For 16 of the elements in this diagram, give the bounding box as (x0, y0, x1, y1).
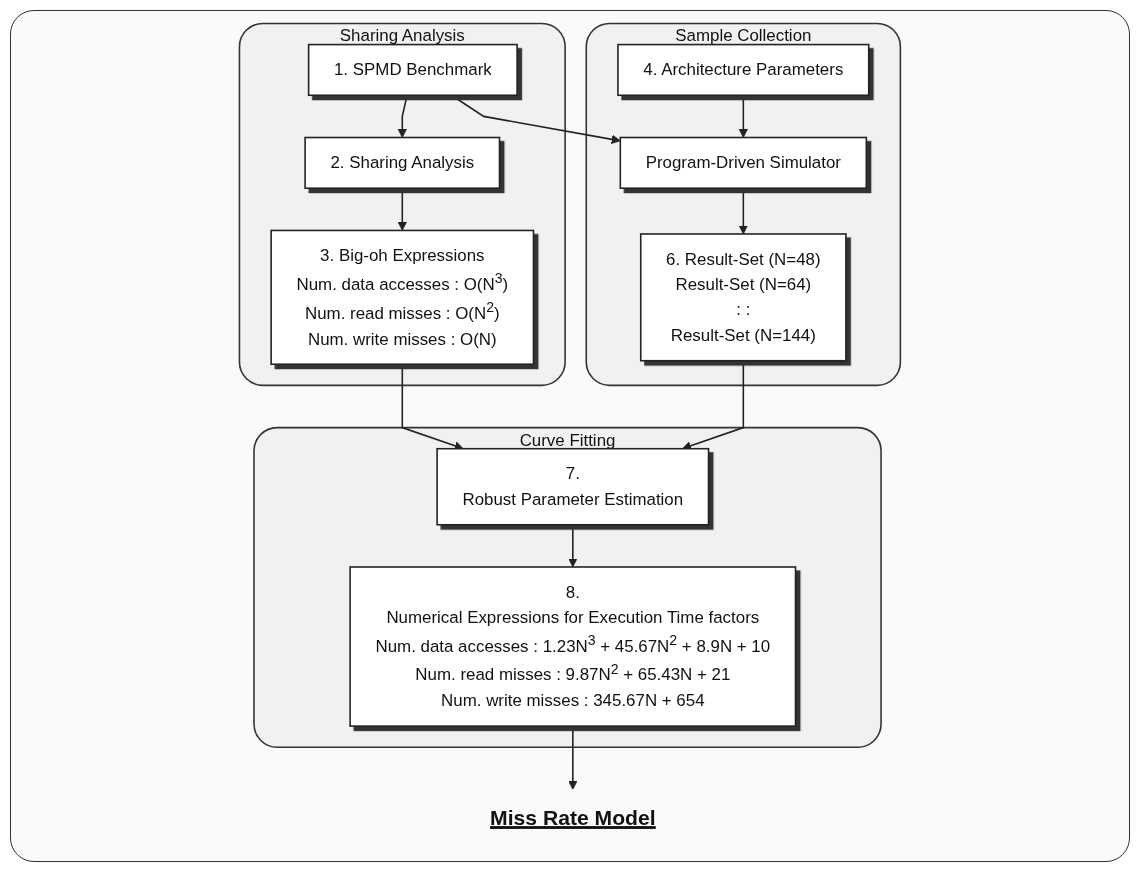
arrow (738, 187, 749, 235)
node-text: Miss Rate Model (490, 806, 656, 830)
arrow (450, 94, 621, 144)
arrow (738, 94, 749, 138)
node-box: Program-Driven Simulator (619, 136, 868, 189)
node-box: 2. Sharing Analysis (304, 136, 501, 189)
node-box: 6. Result-Set (N=48) Result-Set (N=64) : : Result-Set (N=144) (640, 233, 847, 362)
node-box: 1. SPMD Benchmark (307, 43, 518, 97)
arrow (568, 524, 578, 568)
node-box: 3. Big-oh Expressions Num. data accesses : O(N$^{3}$) Num. read misses : O(N$^{2}$) Num. write misses : O(N) (270, 229, 535, 366)
arrow (397, 94, 408, 138)
arrow (568, 725, 578, 790)
node-box: 8. Numerical Expressions for Execution Time factors Num. data accesses : 1.23N$^{3}$ + 45.67N$^{2}$ + 8.9N + 10 Num. read misses : 9.87N$^{2}$ + 65.43N + 21 Num. write misses : 345.67N + 654 (349, 566, 797, 727)
arrow (397, 187, 408, 231)
node-box: 7. Robust Parameter Estimation (436, 447, 710, 526)
node-box: 4. Architecture Parameters (617, 43, 870, 97)
